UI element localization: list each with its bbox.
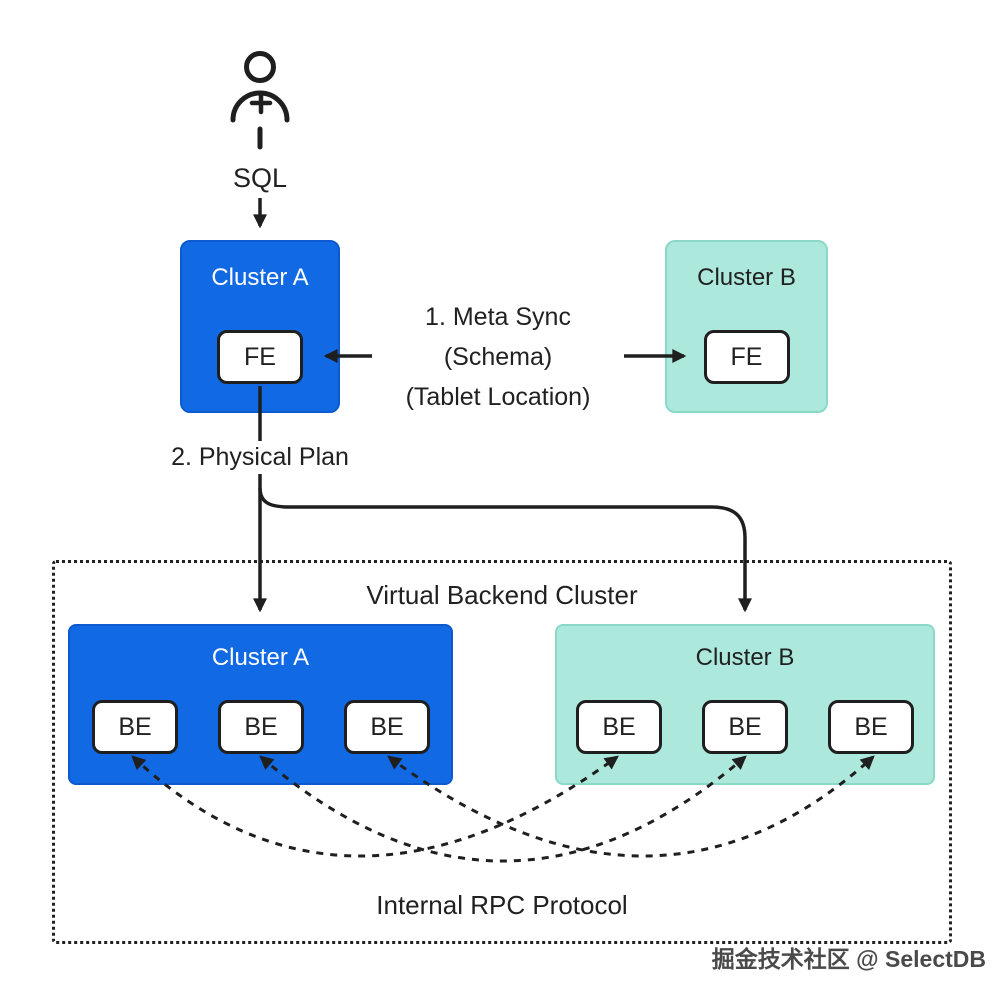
cluster-a-backend-title: Cluster A <box>211 644 310 671</box>
be-node-b2: BE <box>702 700 788 754</box>
internal-rpc-protocol-label: Internal RPC Protocol <box>376 890 628 920</box>
meta-sync-annotation: 1. Meta Sync (Schema) (Tablet Location) <box>368 297 628 417</box>
cluster-a-frontend-box: Cluster A FE <box>180 240 340 413</box>
meta-sync-line-1: 1. Meta Sync <box>425 303 571 331</box>
fe-node-cluster-a: FE <box>217 330 303 384</box>
cluster-a-backend-box: Cluster A BE BE BE <box>68 624 453 785</box>
cluster-b-frontend-box: Cluster B FE <box>665 240 828 413</box>
sql-label: SQL <box>232 163 288 193</box>
be-node-a3: BE <box>344 700 430 754</box>
virtual-backend-cluster-title: Virtual Backend Cluster <box>366 580 638 610</box>
physical-plan-label: 2. Physical Plan <box>140 441 380 474</box>
be-node-a1: BE <box>92 700 178 754</box>
cluster-b-be-row: BE BE BE <box>557 700 933 754</box>
cluster-b-backend-title: Cluster B <box>695 644 795 671</box>
meta-sync-line-3: (Tablet Location) <box>405 383 591 411</box>
user-icon <box>230 51 290 150</box>
be-node-a2: BE <box>218 700 304 754</box>
cluster-a-title: Cluster A <box>211 264 309 291</box>
meta-sync-line-2: (Schema) <box>443 343 553 371</box>
cluster-b-backend-box: Cluster B BE BE BE <box>555 624 935 785</box>
fe-node-cluster-b: FE <box>703 330 790 384</box>
be-node-b3: BE <box>828 700 914 754</box>
cluster-b-title: Cluster B <box>697 264 796 291</box>
cluster-a-be-row: BE BE BE <box>70 700 451 754</box>
watermark: 掘金技术社区 @ SelectDB <box>711 946 986 972</box>
be-node-b1: BE <box>576 700 662 754</box>
